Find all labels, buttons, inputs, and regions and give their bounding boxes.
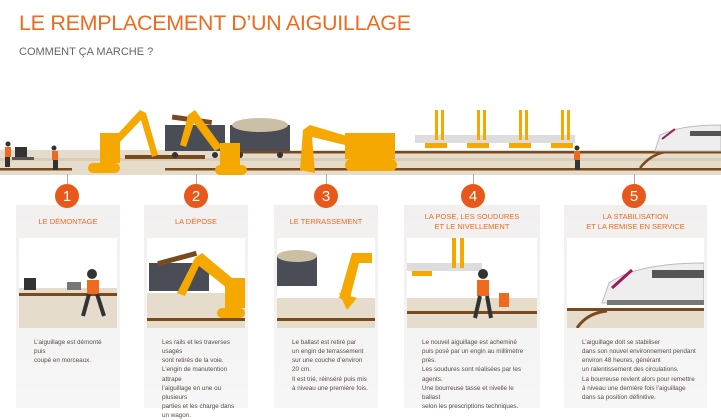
step-card-depose: LA DÉPOSE Les rails et les traverses usa… <box>144 205 248 419</box>
step-connector <box>634 174 635 184</box>
step-illustration <box>407 238 537 328</box>
worker-icon <box>574 145 580 170</box>
worker-icon <box>51 145 58 170</box>
step-title: LE TERRASSEMENT <box>289 216 363 226</box>
tgv-train-icon <box>654 124 721 152</box>
track-scene-illustration <box>0 110 721 175</box>
step-connector <box>196 174 197 184</box>
step-number-badge: 4 <box>461 184 485 208</box>
excavator-icon <box>180 110 247 175</box>
excavator-icon <box>300 125 397 173</box>
step-card-terrassement: LE TERRASSEMENT Le ballast est retiré pa… <box>274 205 378 408</box>
step-illustration <box>567 238 704 328</box>
step-illustration <box>277 238 375 328</box>
step-number-badge: 1 <box>55 184 79 208</box>
page-title: LE REMPLACEMENT D’UN AIGUILLAGE <box>19 11 411 35</box>
step-connector <box>473 174 474 184</box>
step-illustration <box>147 238 245 328</box>
step-connector <box>67 174 68 184</box>
rail-laying-machine-icon <box>415 110 575 148</box>
worker-icon <box>5 141 11 167</box>
step-number-badge: 3 <box>314 184 338 208</box>
step-connector <box>326 174 327 184</box>
step-card-demontage: LE DÉMONTAGE L’aiguillage est démonté pu… <box>16 205 120 408</box>
excavator-icon <box>88 110 158 173</box>
step-title: LE DÉMONTAGE <box>38 216 98 226</box>
step-number-badge: 2 <box>184 184 208 208</box>
step-title: LA DÉPOSE <box>174 216 218 226</box>
step-number-badge: 5 <box>622 184 646 208</box>
page-subtitle: COMMENT ÇA MARCHE ? <box>19 46 154 58</box>
step-illustration <box>19 238 117 328</box>
